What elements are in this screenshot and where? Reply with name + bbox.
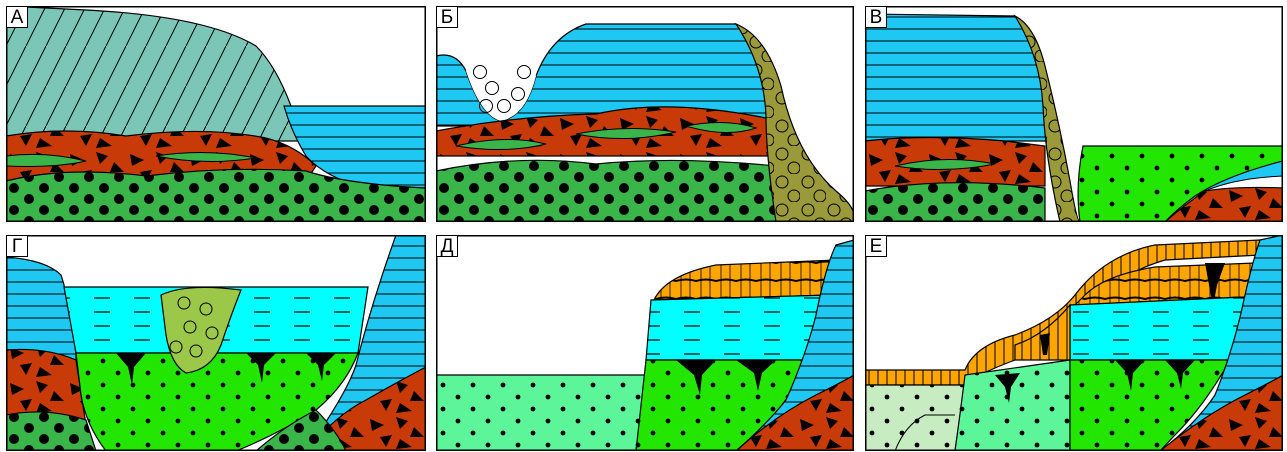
panel-v-label: В — [865, 6, 887, 28]
panel-a-label: А — [6, 6, 28, 28]
panel-a: А — [6, 6, 426, 222]
panel-b-figure — [436, 6, 854, 222]
panel-b: Б — [436, 6, 854, 222]
panel-d: Д — [436, 235, 854, 451]
panel-g-figure — [6, 235, 426, 451]
panel-e-label: Е — [865, 235, 887, 257]
panel-d-figure — [436, 235, 854, 451]
panel-v-figure — [865, 6, 1283, 222]
panel-e-figure — [865, 235, 1283, 451]
panel-a-figure — [6, 6, 426, 222]
panel-b-label: Б — [436, 6, 458, 28]
panel-e: Е — [865, 235, 1283, 451]
panel-v: В — [865, 6, 1283, 222]
panel-d-label: Д — [436, 235, 458, 257]
panel-g: Г — [6, 235, 426, 451]
panel-g-label: Г — [6, 235, 28, 257]
